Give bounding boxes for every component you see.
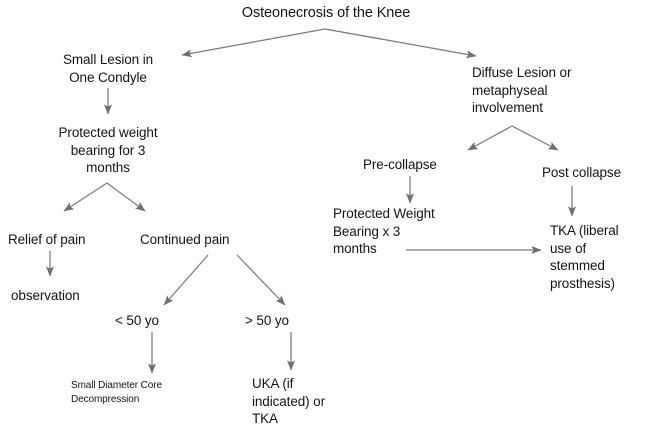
edge-continued-to-under-50 [163,254,209,306]
edge-root-to-diffuse-lesion [324,28,477,59]
node-under-50: < 50 yo [115,313,159,328]
node-post-collapse: Post collapse [542,165,621,180]
node-diffuse-lesion: Diffuse Lesion or metaphyseal involvemen… [472,65,572,116]
edge-continued-to-over-50 [236,254,286,306]
edge-protected-weight-to-continued [106,182,146,212]
node-over-50: > 50 yo [245,313,289,328]
node-core-decompression: Small Diameter Core Decompression [71,380,162,405]
node-uka-or-tka: UKA (if indicated) or TKA [252,376,325,427]
node-protected-weight-left: Protected weight bearing for 3 months [58,125,158,176]
node-pre-collapse: Pre-collapse [363,157,437,172]
node-small-lesion: Small Lesion in One Condyle [62,52,154,85]
edge-protected-weight-to-relief [63,182,108,212]
node-tka-stemmed: TKA (liberal use of stemmed prosthesis) [550,223,619,291]
node-observation: observation [11,288,80,303]
node-relief-of-pain: Relief of pain [8,232,86,247]
node-continued-pain: Continued pain [140,232,230,247]
node-root: Osteonecrosis of the Knee [241,5,411,21]
node-protected-weight-right: Protected Weight Bearing x 3 months [333,206,435,257]
edge-root-to-small-lesion [181,28,326,58]
edge-diffuse-to-post-collapse [511,125,559,151]
edge-diffuse-to-pre-collapse [467,125,513,151]
